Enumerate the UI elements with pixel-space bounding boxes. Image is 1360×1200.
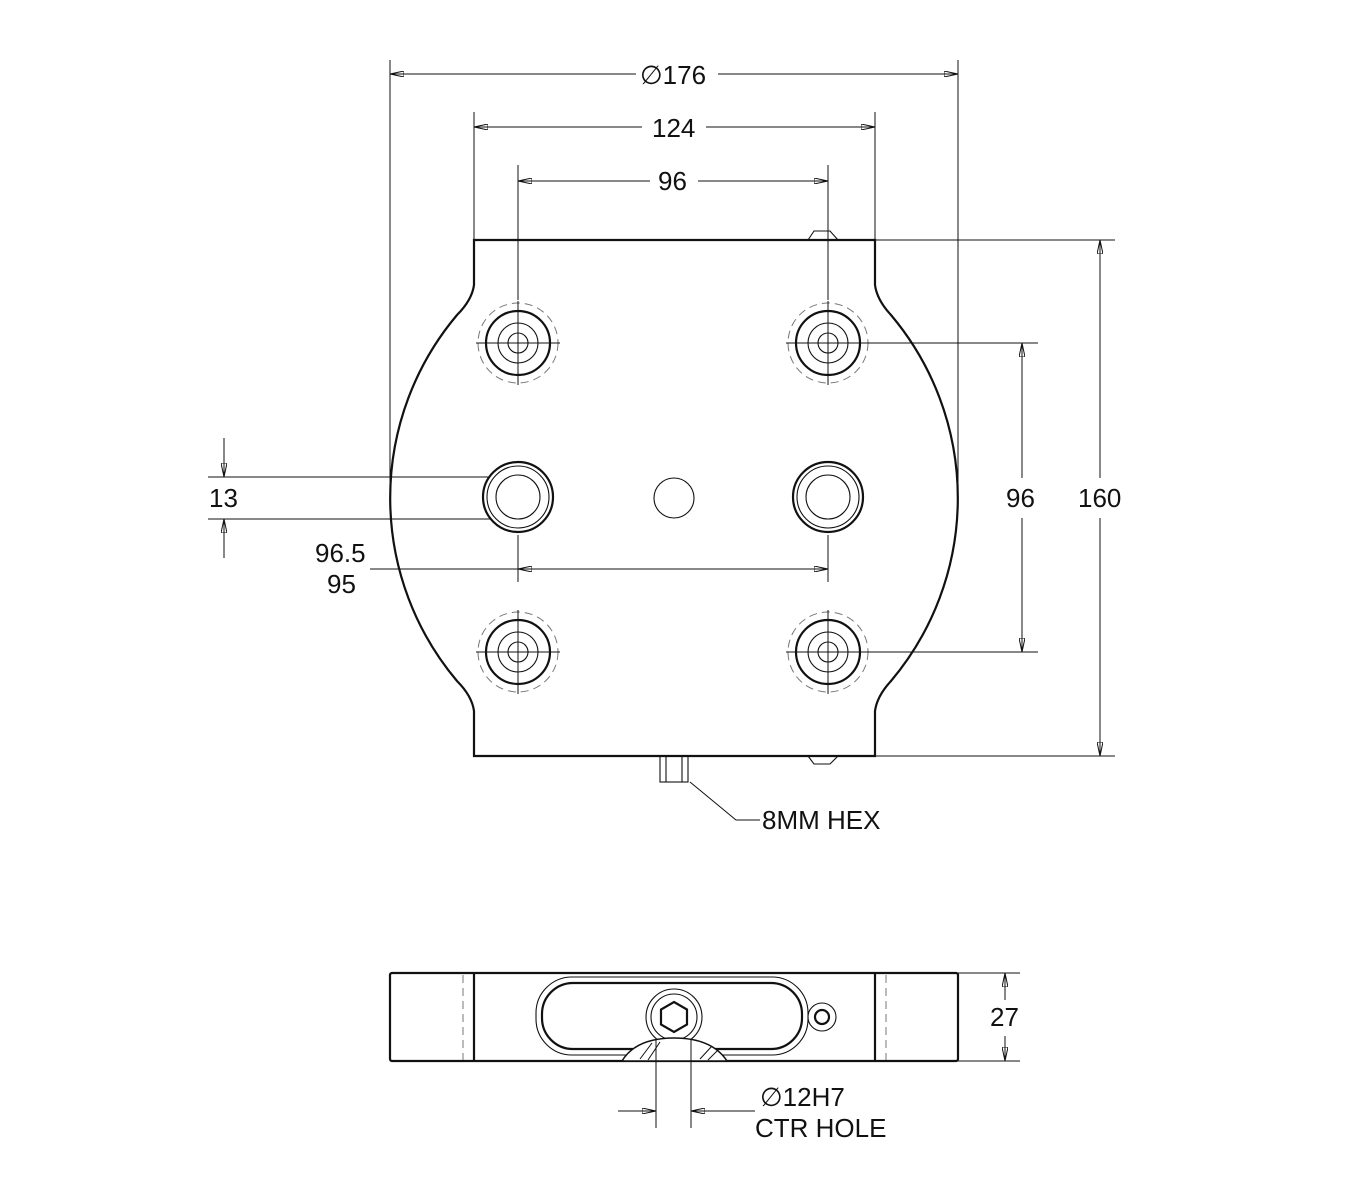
hole	[476, 610, 560, 694]
dim-96-x: 96	[658, 166, 687, 196]
dim-95: 95	[327, 569, 356, 599]
dimension-labels: ∅176 124 96 96 160 13 96.5 95 8MM HEX	[209, 60, 1121, 835]
dim-27: 27	[990, 1002, 1019, 1032]
ctr-hole-diameter: ∅12H7	[760, 1082, 845, 1112]
hex-key-stub	[659, 755, 689, 783]
dim-13: 13	[209, 483, 238, 513]
hole	[481, 460, 555, 534]
hole	[786, 610, 870, 694]
ctr-hole-label: CTR HOLE	[755, 1113, 886, 1143]
hole	[791, 460, 865, 534]
hex-socket-icon	[659, 1000, 689, 1034]
screw-head	[645, 988, 703, 1046]
counterbore-holes	[476, 301, 870, 694]
dimension-lines	[208, 60, 1115, 821]
center-hole	[653, 477, 695, 519]
dim-160: 160	[1078, 483, 1121, 513]
plate-top-view	[389, 230, 959, 783]
hex-callout: 8MM HEX	[762, 805, 880, 835]
plate-side-view: 27 ∅12H7 CTR HOLE	[388, 971, 1020, 1143]
dim-outer-diameter: ∅176	[640, 60, 706, 90]
dim-96-y: 96	[1006, 483, 1035, 513]
dim-124: 124	[652, 113, 695, 143]
dim-96-5: 96.5	[315, 538, 366, 568]
hole	[476, 301, 560, 385]
hole	[786, 301, 870, 385]
